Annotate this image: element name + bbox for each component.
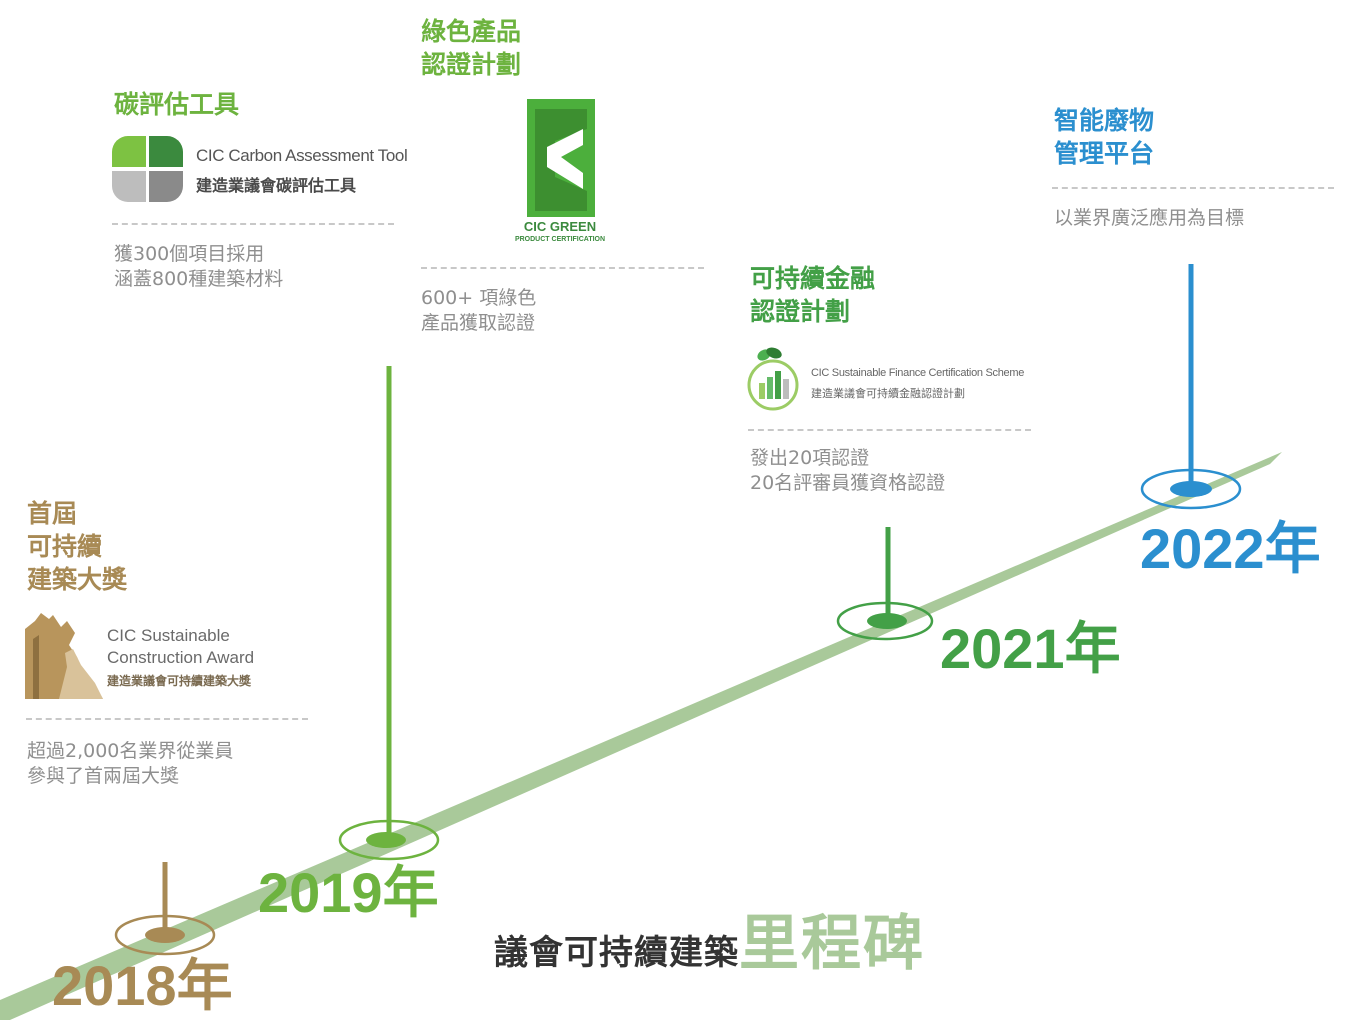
carbon-tool-logo: CIC Carbon Assessment Tool 建造業議會碳評估工具 xyxy=(112,136,408,204)
milestone-2021-desc: 發出20項認證 20名評審員獲資格認證 xyxy=(750,447,946,494)
milestone-2021-separator xyxy=(748,429,1031,431)
dot-2018 xyxy=(145,927,185,943)
ring-2022 xyxy=(1140,468,1242,510)
carbon-tool-logo-zh: 建造業議會碳評估工具 xyxy=(196,178,357,195)
milestone-2022-separator xyxy=(1052,187,1334,189)
green-product-logo: CIC GREEN PRODUCT CERTIFICATION xyxy=(505,99,615,249)
green-logo-subtext: PRODUCT CERTIFICATION xyxy=(514,236,606,243)
milestone-2021-title: 可持續金融 認證計劃 xyxy=(750,264,876,326)
milestone-green-separator xyxy=(421,267,704,269)
year-label-2018: 2018年 xyxy=(52,954,233,1017)
year-label-2021: 2021年 xyxy=(940,617,1121,680)
green-c-icon xyxy=(527,99,595,217)
milestone-green-desc: 600+ 項綠色 產品獲取認證 xyxy=(421,287,537,334)
award-logo-zh: 建造業議會可持續建築大獎 xyxy=(107,674,252,688)
dot-2019 xyxy=(366,832,406,848)
milestone-carbon-title: 碳評估工具 xyxy=(114,90,240,119)
ring-2018 xyxy=(114,914,216,956)
finance-logo-zh: 建造業議會可持續金融認證計劃 xyxy=(811,388,965,400)
timeline-band xyxy=(0,452,1282,1020)
milestone-carbon-desc: 獲300個項目採用 涵蓋800種建築材料 xyxy=(114,243,284,290)
milestone-carbon-separator xyxy=(112,223,394,225)
footer-title-highlight: 里程碑 xyxy=(739,909,925,979)
milestone-2018-title: 首屆 可持續 建築大獎 xyxy=(27,499,128,594)
award-logo-text: CIC Sustainable Construction Award xyxy=(107,626,255,667)
four-squares-icon xyxy=(112,136,184,204)
dot-2022 xyxy=(1170,481,1212,497)
year-label-2019: 2019年 xyxy=(258,861,439,924)
milestone-green-title: 綠色產品 認證計劃 xyxy=(421,17,522,79)
ring-2019 xyxy=(338,819,440,861)
leaf-chart-icon xyxy=(747,347,799,411)
milestone-2018-desc: 超過2,000名業界從業員 參與了首兩屆大獎 xyxy=(27,740,234,787)
milestone-2022-title: 智能廢物 管理平台 xyxy=(1054,106,1155,168)
milestone-2018-separator xyxy=(26,718,308,720)
milestone-2022-desc: 以業界廣泛應用為目標 xyxy=(1054,207,1245,229)
green-logo-text: CIC GREEN xyxy=(523,219,597,234)
ring-2021 xyxy=(836,601,934,641)
footer-title-prefix: 議會可持續建築 xyxy=(494,933,739,973)
footer-title: 議會可持續建築里程碑 xyxy=(494,895,925,982)
finance-logo-text: CIC Sustainable Finance Certification Sc… xyxy=(811,367,1025,379)
finance-logo: CIC Sustainable Finance Certification Sc… xyxy=(745,345,1037,413)
year-label-2022: 2022年 xyxy=(1140,517,1321,580)
building-silhouette-icon xyxy=(25,613,103,699)
carbon-tool-logo-text: CIC Carbon Assessment Tool xyxy=(196,146,408,165)
milestone-2018-logo: CIC Sustainable Construction Award 建造業議會… xyxy=(25,613,310,699)
dot-2021 xyxy=(867,613,907,629)
